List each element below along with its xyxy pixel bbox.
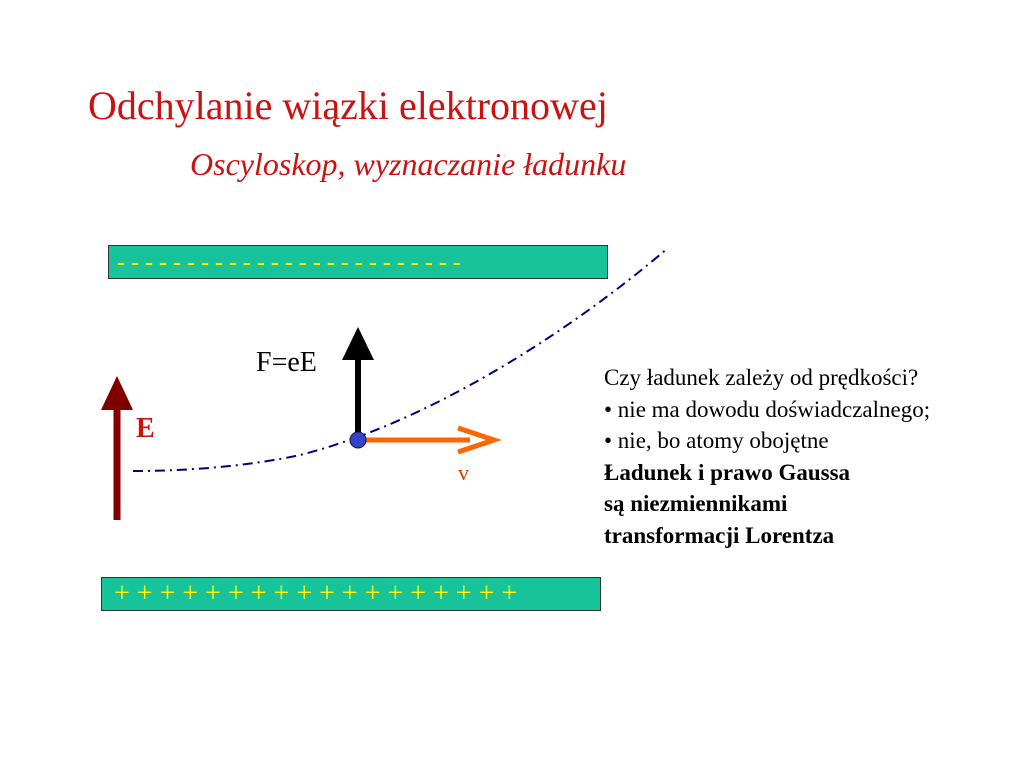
question-line: Czy ładunek zależy od prędkości? bbox=[604, 365, 919, 390]
positive-charges: + + + + + + + + + + + + + + + + + + bbox=[114, 578, 518, 609]
bullet-item: • nie ma dowodu doświadczalnego; bbox=[604, 396, 931, 422]
conclusion-line: są niezmiennikami bbox=[604, 491, 788, 516]
slide-subtitle: Oscyloskop, wyznaczanie ładunku bbox=[190, 146, 627, 182]
negative-charges: - - - - - - - - - - - - - - - - - - - - … bbox=[117, 250, 461, 276]
slide-title: Odchylanie wiązki elektronowej bbox=[88, 83, 608, 128]
bullet-item: • nie, bo atomy obojętne bbox=[604, 428, 829, 453]
conclusion-line: transformacji Lorentza bbox=[604, 522, 835, 548]
force-label: F=eE bbox=[256, 347, 317, 378]
conclusion-line: Ładunek i prawo Gaussa bbox=[604, 459, 851, 485]
explanation-text: Czy ładunek zależy od prędkości? • nie m… bbox=[604, 362, 1018, 551]
positive-plate: + + + + + + + + + + + + + + + + + + bbox=[101, 577, 601, 611]
velocity-arrow-icon bbox=[360, 425, 502, 455]
field-label: E bbox=[136, 413, 155, 444]
field-arrow-icon bbox=[101, 376, 133, 520]
force-arrow-icon bbox=[342, 327, 374, 440]
velocity-label: v bbox=[458, 460, 469, 485]
electron-icon bbox=[349, 431, 367, 449]
negative-plate: - - - - - - - - - - - - - - - - - - - - … bbox=[108, 245, 608, 279]
